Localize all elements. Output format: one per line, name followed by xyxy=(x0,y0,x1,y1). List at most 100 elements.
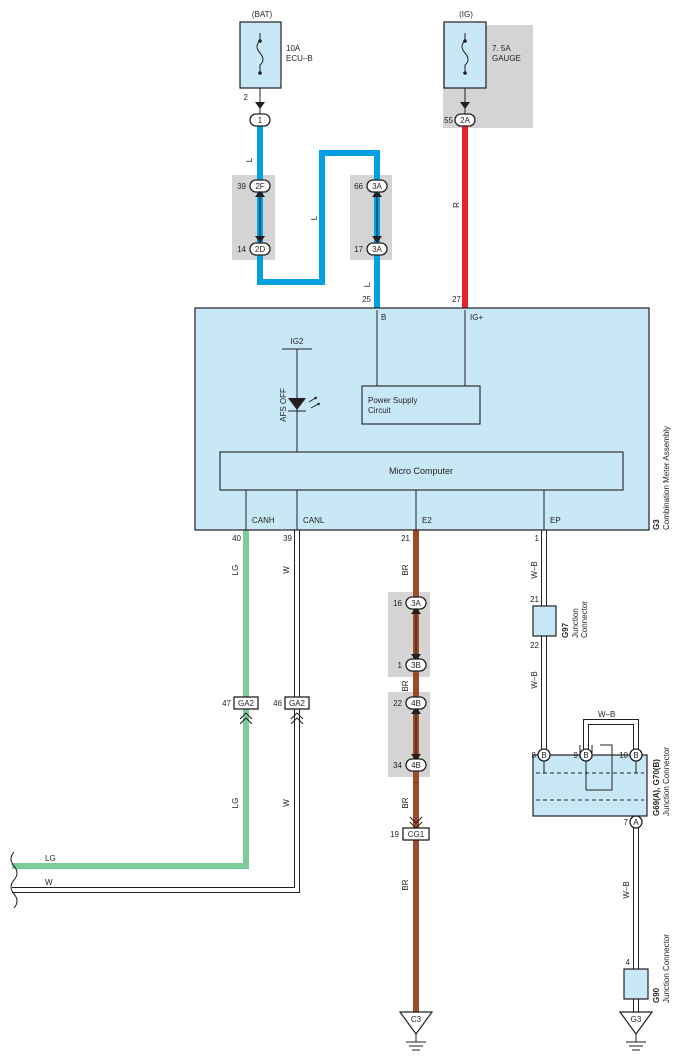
wire-label: W–B xyxy=(530,561,539,578)
oval-connector-3a-lower: 3A xyxy=(405,596,427,610)
svg-text:2: 2 xyxy=(244,93,249,102)
wire-label: W–B xyxy=(530,671,539,688)
oval-connector-2f: 2F xyxy=(249,179,271,193)
svg-text:66: 66 xyxy=(354,182,363,191)
svg-text:22: 22 xyxy=(530,641,539,650)
svg-text:8: 8 xyxy=(532,751,537,760)
oval-connector-1: 1 xyxy=(249,113,271,127)
svg-text:B: B xyxy=(583,751,588,760)
svg-text:25: 25 xyxy=(362,295,371,304)
ig-label: (IG) xyxy=(459,10,473,19)
svg-text:E2: E2 xyxy=(422,516,432,525)
g90-junction-connector xyxy=(623,968,649,1000)
wire-label: BR xyxy=(401,797,410,808)
meter-id: G3 xyxy=(652,519,661,530)
svg-text:C3: C3 xyxy=(411,1015,422,1024)
svg-text:Power Supply: Power Supply xyxy=(368,396,417,405)
cg1-connector: CG1 xyxy=(402,816,430,841)
ga2-connector-w: GA2 xyxy=(284,696,310,725)
micro-computer xyxy=(219,451,624,491)
wire-w-white xyxy=(12,530,300,893)
wire-label: W–B xyxy=(622,881,631,898)
wire-label: LG xyxy=(231,798,240,809)
svg-text:10: 10 xyxy=(619,751,628,760)
svg-text:3A: 3A xyxy=(372,245,382,254)
g69-id: G69(A), G70(B) xyxy=(652,759,661,816)
svg-text:GA2: GA2 xyxy=(289,699,306,708)
svg-text:CG1: CG1 xyxy=(408,830,425,839)
svg-text:40: 40 xyxy=(232,534,241,543)
ig-fuse-name: GAUGE xyxy=(492,54,521,63)
bat-label: (BAT) xyxy=(252,10,273,19)
svg-text:GA2: GA2 xyxy=(238,699,255,708)
g69-pin-b10: B xyxy=(629,748,643,762)
wire-l-blue xyxy=(257,126,380,310)
ground-g3-icon: G3 xyxy=(618,1011,654,1051)
svg-text:1: 1 xyxy=(535,534,540,543)
g69-name: Junction Connector xyxy=(662,747,671,816)
svg-text:3B: 3B xyxy=(411,661,421,670)
wire-label: W xyxy=(282,566,291,574)
break-mark-icon xyxy=(10,851,18,909)
wire-label: L xyxy=(245,157,254,162)
svg-text:17: 17 xyxy=(354,245,363,254)
wire-label: R xyxy=(452,202,461,208)
svg-text:Micro Computer: Micro Computer xyxy=(389,466,453,476)
svg-text:B: B xyxy=(633,751,638,760)
svg-text:1: 1 xyxy=(398,661,403,670)
svg-text:Circuit: Circuit xyxy=(368,406,391,415)
wire-label: BR xyxy=(401,680,410,691)
svg-text:7: 7 xyxy=(624,818,629,827)
afs-off-led-icon xyxy=(288,396,321,412)
svg-text:34: 34 xyxy=(393,761,402,770)
ga2-connector-lg: GA2 xyxy=(233,696,259,725)
power-supply-circuit xyxy=(361,385,481,425)
g90-name: Junction Connector xyxy=(662,934,671,1003)
oval-connector-2a: 2A xyxy=(454,113,476,127)
svg-text:9: 9 xyxy=(574,751,579,760)
svg-text:21: 21 xyxy=(530,595,539,604)
wire-label: LG xyxy=(231,565,240,576)
g69-pin-a7: A xyxy=(629,815,643,829)
svg-text:3A: 3A xyxy=(411,599,421,608)
svg-text:22: 22 xyxy=(393,699,402,708)
svg-text:4: 4 xyxy=(626,958,631,967)
terminal-ig: IG+ xyxy=(470,313,483,322)
fuse-icon xyxy=(461,33,469,73)
svg-text:4B: 4B xyxy=(411,699,421,708)
ig2-label: IG2 xyxy=(291,337,304,346)
svg-text:46: 46 xyxy=(273,699,282,708)
wire-lg-green xyxy=(12,530,249,869)
wire-label: L xyxy=(310,215,319,220)
svg-text:A: A xyxy=(633,818,639,827)
g90-id: G90 xyxy=(652,987,661,1003)
svg-text:B: B xyxy=(541,751,546,760)
wire-label: LG xyxy=(45,854,56,863)
svg-text:21: 21 xyxy=(401,534,410,543)
terminal-b: B xyxy=(381,313,386,322)
svg-text:4B: 4B xyxy=(411,761,421,770)
ig-fuse-box xyxy=(443,21,487,89)
svg-text:CANH: CANH xyxy=(252,516,275,525)
wire-label: W–B xyxy=(598,710,615,719)
wire-label: BR xyxy=(401,564,410,575)
svg-text:27: 27 xyxy=(452,295,461,304)
ig-fuse-rating: 7. 5A xyxy=(492,44,511,53)
wire-label: W xyxy=(45,878,53,887)
oval-connector-4b-top: 4B xyxy=(405,696,427,710)
fuse-icon xyxy=(256,33,264,73)
bat-fuse-box xyxy=(239,21,282,89)
g97-name: Connector xyxy=(580,601,589,638)
wire-label: BR xyxy=(401,879,410,890)
wire-label: L xyxy=(363,282,372,287)
svg-text:19: 19 xyxy=(390,830,399,839)
svg-text:55: 55 xyxy=(444,116,453,125)
svg-text:2F: 2F xyxy=(255,182,264,191)
svg-text:16: 16 xyxy=(393,599,402,608)
combination-meter-box xyxy=(194,307,650,531)
oval-connector-4b-bottom: 4B xyxy=(405,758,427,772)
g69-pin-b8: B xyxy=(537,748,551,762)
oval-connector-3a-top: 3A xyxy=(366,179,388,193)
svg-text:2A: 2A xyxy=(460,116,470,125)
